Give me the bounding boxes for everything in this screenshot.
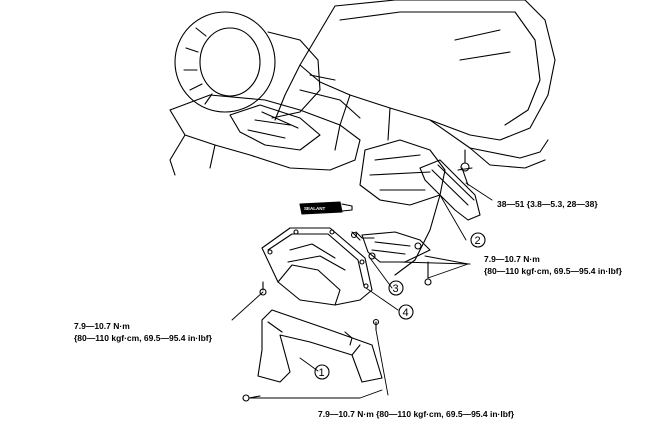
callout-3: 3: [388, 280, 404, 296]
engine-underside: [169, 74, 446, 206]
torque-spec-oil-pan-line1: 7.9—10.7 N·m: [74, 321, 130, 331]
torque-spec-crossmember: 38—51 {3.8—5.3, 28—38}: [497, 199, 598, 209]
vehicle-body: [274, 0, 556, 169]
callout-1-number: 1: [319, 367, 325, 379]
sealant-label: SEALANT: [304, 206, 326, 211]
sealant-tube: SEALANT: [299, 201, 353, 215]
leader-lines: [231, 182, 493, 399]
callout-2-number: 2: [475, 235, 481, 247]
tire: [174, 11, 321, 119]
torque-spec-stiffener: 7.9—10.7 N·m {80—110 kgf·cm, 69.5—95.4 i…: [318, 409, 515, 419]
callout-2: 2: [470, 232, 486, 248]
torque-spec-bracket-line1: 7.9—10.7 N·m: [484, 254, 540, 264]
crossmember: [394, 149, 481, 276]
callout-1: 1: [314, 364, 330, 380]
callout-3-number: 3: [393, 283, 399, 295]
callout-4: 4: [398, 304, 414, 320]
torque-spec-bracket-line2: {80—110 kgf·cm, 69.5—95.4 in·lbf}: [484, 266, 623, 276]
oil-pan: [261, 227, 373, 306]
callout-4-number: 4: [403, 307, 409, 319]
bracket: [355, 231, 431, 263]
stiffener-pipe: [257, 309, 383, 383]
torque-spec-oil-pan-line2: {80—110 kgf·cm, 69.5—95.4 in·lbf}: [74, 333, 213, 343]
